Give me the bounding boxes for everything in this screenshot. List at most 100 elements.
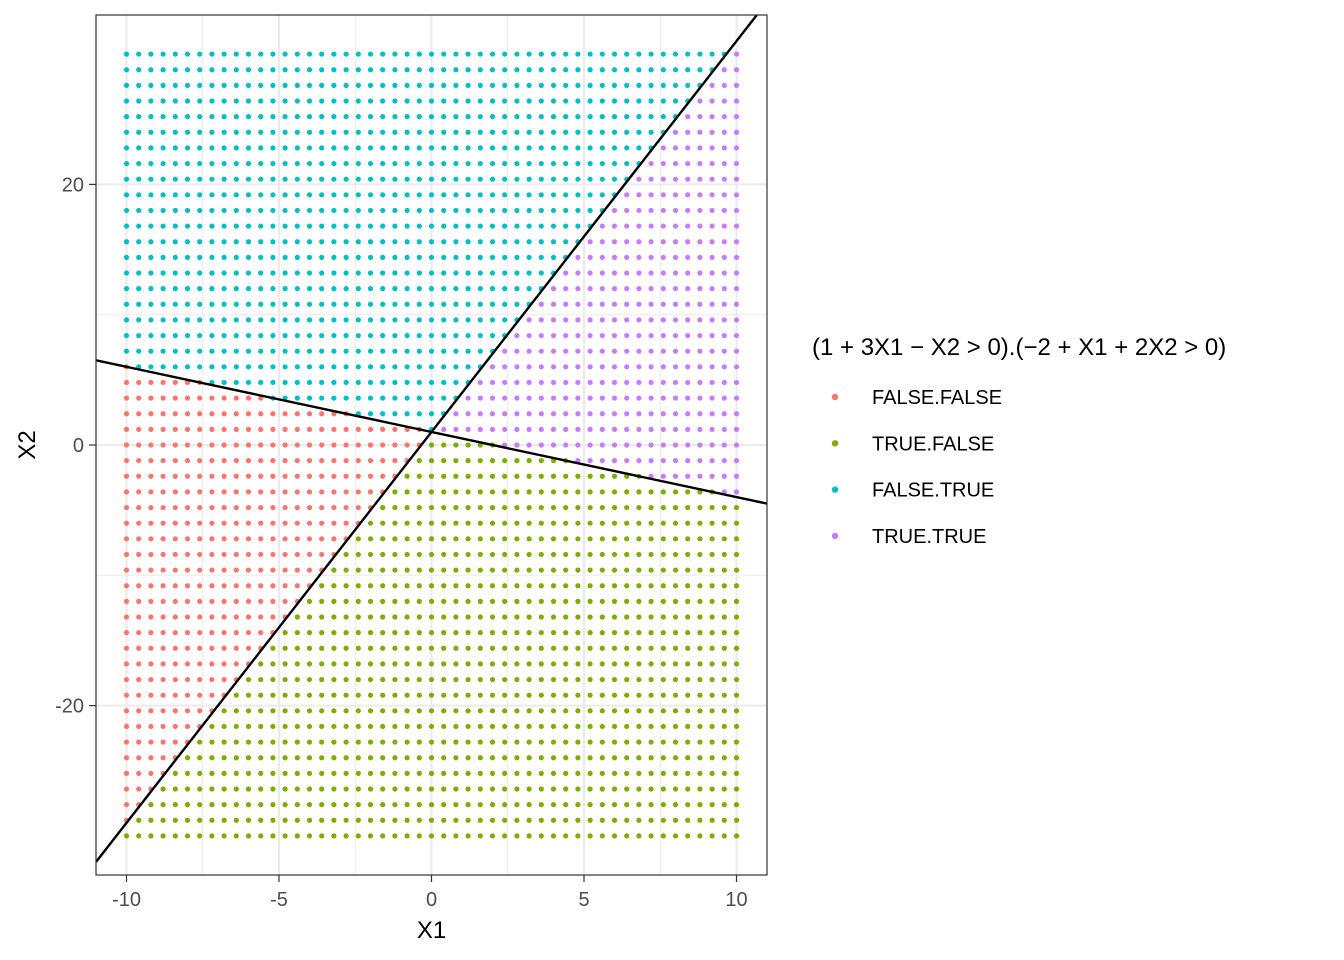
data-point: [599, 176, 605, 182]
data-point: [306, 239, 313, 245]
data-point: [514, 270, 520, 276]
data-point: [136, 51, 142, 57]
data-point: [611, 332, 618, 339]
data-point: [672, 630, 679, 636]
data-point: [416, 723, 422, 730]
data-point: [197, 129, 203, 135]
data-point: [197, 114, 203, 120]
data-point: [636, 786, 642, 792]
data-point: [697, 770, 703, 776]
data-point: [733, 567, 740, 573]
data-point: [514, 551, 520, 558]
data-point: [502, 411, 508, 417]
data-point: [453, 614, 459, 620]
data-point: [160, 504, 166, 511]
data-point: [136, 301, 142, 307]
data-point: [367, 286, 374, 292]
data-point: [611, 129, 618, 135]
data-point: [428, 129, 435, 135]
data-point: [575, 661, 581, 667]
data-point: [441, 129, 447, 135]
data-point: [428, 786, 435, 792]
data-point: [502, 739, 508, 745]
data-point: [733, 786, 740, 792]
data-point: [648, 583, 654, 589]
data-point: [575, 411, 581, 417]
data-point: [563, 176, 569, 182]
data-point: [599, 614, 605, 620]
data-point: [685, 833, 691, 839]
data-point: [343, 51, 349, 57]
data-point: [343, 160, 349, 167]
data-point: [172, 192, 178, 198]
data-point: [721, 598, 727, 604]
data-point: [343, 395, 349, 401]
data-point: [245, 755, 252, 761]
data-point: [441, 458, 447, 464]
data-point: [209, 98, 215, 104]
data-point: [428, 598, 435, 604]
data-point: [380, 442, 386, 448]
data-point: [672, 286, 679, 292]
data-point: [648, 504, 654, 511]
data-point: [563, 145, 569, 151]
data-point: [477, 473, 483, 479]
data-point: [123, 567, 130, 573]
data-point: [392, 489, 398, 495]
data-point: [636, 817, 642, 823]
data-point: [233, 254, 239, 260]
data-point: [599, 833, 605, 839]
data-point: [465, 520, 471, 526]
data-point: [148, 379, 154, 386]
data-point: [685, 786, 691, 792]
data-point: [233, 786, 239, 792]
data-point: [221, 426, 227, 432]
data-point: [197, 286, 203, 292]
data-point: [587, 364, 593, 370]
data-point: [428, 661, 435, 667]
data-point: [502, 270, 508, 276]
data-point: [148, 317, 154, 323]
data-point: [319, 98, 325, 104]
data-point: [685, 770, 691, 776]
data-point: [624, 145, 630, 151]
data-point: [136, 129, 142, 135]
data-point: [514, 51, 520, 57]
data-point: [367, 458, 374, 464]
data-point: [441, 270, 447, 276]
data-point: [233, 51, 239, 57]
data-point: [624, 270, 630, 276]
data-point: [245, 723, 252, 730]
data-point: [184, 583, 191, 589]
data-point: [660, 723, 666, 730]
data-point: [685, 67, 691, 73]
data-point: [587, 176, 593, 182]
data-point: [319, 473, 325, 479]
data-point: [709, 630, 715, 636]
data-point: [587, 567, 593, 573]
data-point: [733, 348, 740, 354]
legend-key: [831, 393, 839, 401]
data-point: [270, 676, 276, 683]
data-point: [624, 395, 630, 401]
data-point: [453, 301, 459, 307]
data-point: [331, 286, 337, 292]
data-point: [709, 520, 715, 526]
data-point: [380, 160, 386, 167]
data-point: [453, 207, 459, 214]
data-point: [160, 192, 166, 198]
data-point: [306, 645, 313, 651]
data-point: [209, 489, 215, 495]
y-tick-label: 20: [62, 174, 84, 196]
data-point: [648, 614, 654, 620]
data-point: [233, 692, 239, 698]
data-point: [563, 426, 569, 432]
data-point: [575, 770, 581, 776]
data-point: [355, 802, 361, 808]
data-point: [428, 114, 435, 120]
data-point: [624, 286, 630, 292]
data-point: [721, 676, 727, 683]
data-point: [343, 145, 349, 151]
